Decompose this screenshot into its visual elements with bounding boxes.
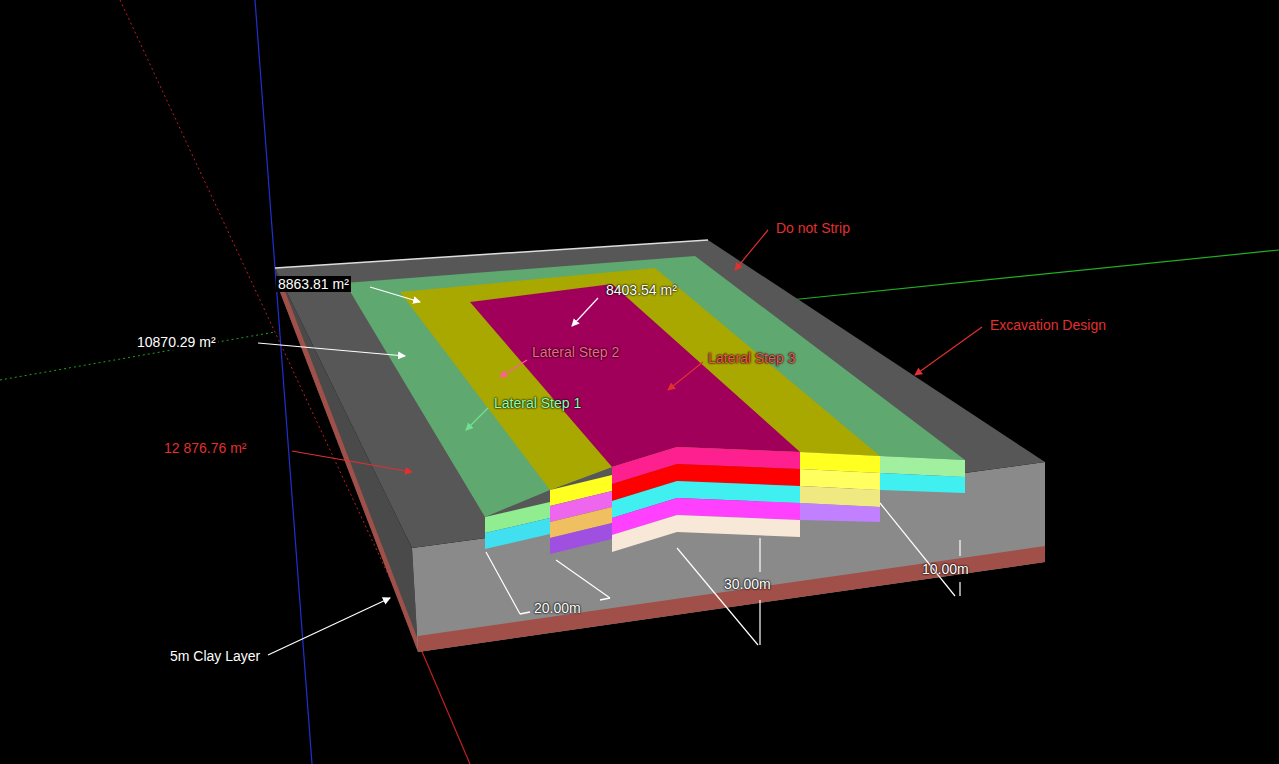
leader-line	[500, 360, 527, 377]
cut-layer	[485, 518, 550, 549]
dimension-line	[759, 600, 760, 645]
callout-label: 10.00m	[920, 561, 971, 577]
cut-layer	[677, 515, 800, 537]
callout-label: 30.00m	[722, 576, 773, 592]
callout-label: Do not Strip	[774, 220, 852, 236]
dimension-line	[486, 552, 520, 614]
leader-line	[258, 343, 405, 356]
leader-line	[572, 298, 598, 326]
dimension-line	[880, 503, 955, 596]
dimension-line	[759, 538, 760, 572]
lateral-step-2	[400, 268, 880, 490]
axis-z	[255, 0, 312, 764]
axis-y	[790, 250, 1279, 300]
dimension-line	[520, 612, 530, 614]
callout-label: Lateral Step 3	[706, 350, 797, 366]
leader-line	[370, 287, 420, 302]
dimension-line	[959, 582, 960, 596]
callout-label: 8863.81 m²	[276, 276, 351, 292]
callout-label: 20.00m	[532, 600, 583, 616]
axis-y	[0, 332, 275, 380]
clay-layer	[418, 546, 1045, 652]
leader-line	[668, 362, 703, 390]
callout-label: 12 876.76 m²	[162, 440, 249, 456]
leader-line	[268, 598, 390, 655]
callout-label: Lateral Step 2	[530, 344, 621, 360]
top-face	[275, 240, 1045, 548]
dimension-line	[959, 540, 960, 556]
lateral-step-1	[345, 256, 965, 517]
cut-layer	[612, 515, 677, 552]
callout-label: 5m Clay Layer	[168, 648, 262, 664]
callout-label: Lateral Step 1	[492, 395, 583, 411]
leader-line	[735, 230, 768, 270]
cut-layer	[880, 473, 965, 493]
callout-label: Excavation Design	[988, 317, 1108, 333]
leader-line	[466, 408, 488, 430]
dimension-line	[600, 598, 610, 600]
lateral-step-3	[470, 284, 800, 467]
cut-layer	[550, 523, 612, 554]
dimension-line	[556, 560, 610, 598]
callout-label: 10870.29 m²	[135, 334, 218, 350]
dimension-line	[677, 548, 758, 645]
leader-line	[915, 327, 982, 375]
cut-layer	[800, 503, 880, 522]
callout-label: 8403.54 m²	[604, 282, 679, 298]
leader-line	[292, 451, 412, 472]
